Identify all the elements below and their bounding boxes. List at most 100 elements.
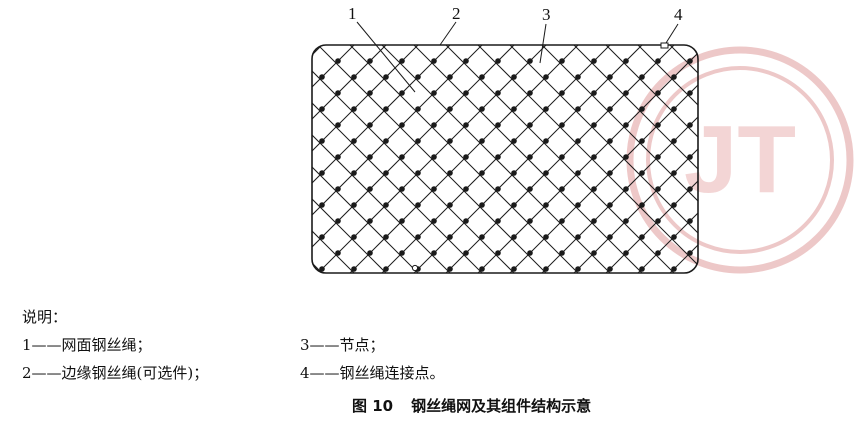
net-node-dot bbox=[335, 250, 341, 256]
net-node-dot bbox=[447, 106, 453, 112]
mesh-rope-line bbox=[541, 45, 698, 273]
net-node-dot bbox=[687, 218, 693, 224]
legend-heading: 说明： bbox=[22, 308, 68, 326]
net-node-dot bbox=[607, 202, 613, 208]
mesh-rope-line bbox=[312, 45, 451, 273]
net-node-dot bbox=[559, 218, 565, 224]
net-node-dot bbox=[687, 122, 693, 128]
mesh-rope-line bbox=[312, 45, 323, 273]
leader-3 bbox=[539, 23, 547, 64]
net-node-dot bbox=[687, 154, 693, 160]
net-node-dot bbox=[399, 122, 405, 128]
net-node-dot bbox=[463, 58, 469, 64]
net-node-dot bbox=[335, 90, 341, 96]
net-node-dot bbox=[319, 202, 325, 208]
watermark-text: JT bbox=[684, 106, 796, 213]
net-node-dot bbox=[335, 58, 341, 64]
net-node-dot bbox=[383, 202, 389, 208]
net-node-dot bbox=[671, 202, 677, 208]
net-node-dot bbox=[511, 138, 517, 144]
net-node-dot bbox=[671, 138, 677, 144]
net-node-dot bbox=[623, 122, 629, 128]
mesh-rope-line bbox=[317, 45, 547, 273]
net-node-dot bbox=[559, 250, 565, 256]
edge-rope bbox=[311, 44, 699, 274]
net-node-dot bbox=[623, 250, 629, 256]
mesh-rope-line bbox=[605, 45, 698, 273]
net-node-dot bbox=[591, 90, 597, 96]
net-node-dot bbox=[671, 74, 677, 80]
net-node-dot bbox=[431, 58, 437, 64]
net-node-dot bbox=[655, 154, 661, 160]
net-node-dot bbox=[671, 170, 677, 176]
net-node-dot bbox=[575, 202, 581, 208]
net-node-dot bbox=[447, 202, 453, 208]
mesh-rope-line bbox=[573, 45, 698, 273]
net-node-dot bbox=[559, 90, 565, 96]
net-node-dot bbox=[351, 74, 357, 80]
mesh-rope-line bbox=[509, 45, 698, 273]
net-node-dot bbox=[479, 170, 485, 176]
callout-3: 3 bbox=[542, 5, 551, 24]
net-node-dot bbox=[591, 250, 597, 256]
net-node-dot bbox=[415, 202, 421, 208]
net-node-dot bbox=[415, 138, 421, 144]
net-node-dot bbox=[639, 202, 645, 208]
net-node-dot bbox=[575, 234, 581, 240]
net-node-dot bbox=[335, 154, 341, 160]
mesh-rope-line bbox=[605, 45, 698, 273]
net-node-dot bbox=[639, 234, 645, 240]
mesh-rope-line bbox=[312, 45, 355, 273]
net-node-dot bbox=[351, 106, 357, 112]
net-node-dot bbox=[479, 106, 485, 112]
net-nodes bbox=[319, 58, 693, 272]
net-node-dot bbox=[623, 154, 629, 160]
net-node-dot bbox=[543, 202, 549, 208]
net-node-dot bbox=[495, 122, 501, 128]
net-mesh bbox=[30, 45, 698, 273]
net-node-dot bbox=[623, 90, 629, 96]
net-node-dot bbox=[543, 106, 549, 112]
mesh-rope-line bbox=[637, 45, 698, 273]
mesh-rope-line bbox=[445, 45, 675, 273]
net-node-dot bbox=[431, 250, 437, 256]
net-node-dot bbox=[655, 186, 661, 192]
net-node-dot bbox=[335, 218, 341, 224]
net-node-dot bbox=[463, 122, 469, 128]
net-node-dot bbox=[511, 234, 517, 240]
net-node-dot bbox=[639, 170, 645, 176]
net-node-dot bbox=[655, 90, 661, 96]
net-node-dot bbox=[559, 154, 565, 160]
net-node-dot bbox=[447, 266, 453, 272]
figure-title: 钢丝绳网及其组件结构示意 bbox=[411, 397, 592, 415]
net-node-dot bbox=[351, 170, 357, 176]
net-node-dot bbox=[639, 138, 645, 144]
net-node-dot bbox=[591, 122, 597, 128]
legend-item-2: 2——边缘钢丝绳(可选件)； bbox=[22, 364, 209, 382]
net-node-dot bbox=[463, 90, 469, 96]
net-node-dot bbox=[351, 234, 357, 240]
net-node-dot bbox=[543, 266, 549, 272]
net-node-dot bbox=[447, 234, 453, 240]
net-node-dot bbox=[591, 186, 597, 192]
net-node-dot bbox=[431, 154, 437, 160]
net-node-dot bbox=[655, 218, 661, 224]
net-node-dot bbox=[383, 234, 389, 240]
net-node-dot bbox=[495, 154, 501, 160]
net-node-dot bbox=[463, 154, 469, 160]
net-node-dot bbox=[383, 170, 389, 176]
net-node-dot bbox=[447, 138, 453, 144]
mesh-rope-line bbox=[30, 45, 258, 273]
net-node-dot bbox=[527, 122, 533, 128]
callout-1: 1 bbox=[348, 4, 357, 23]
mesh-rope-line bbox=[312, 45, 483, 273]
net-node-dot bbox=[431, 122, 437, 128]
net-node-dot bbox=[367, 218, 373, 224]
mesh-rope-line bbox=[312, 45, 419, 273]
net-node-dot bbox=[431, 186, 437, 192]
net-node-dot bbox=[527, 154, 533, 160]
net-node-dot bbox=[655, 250, 661, 256]
net-node-dot bbox=[559, 186, 565, 192]
net-node-dot bbox=[319, 234, 325, 240]
net-node-dot bbox=[511, 74, 517, 80]
